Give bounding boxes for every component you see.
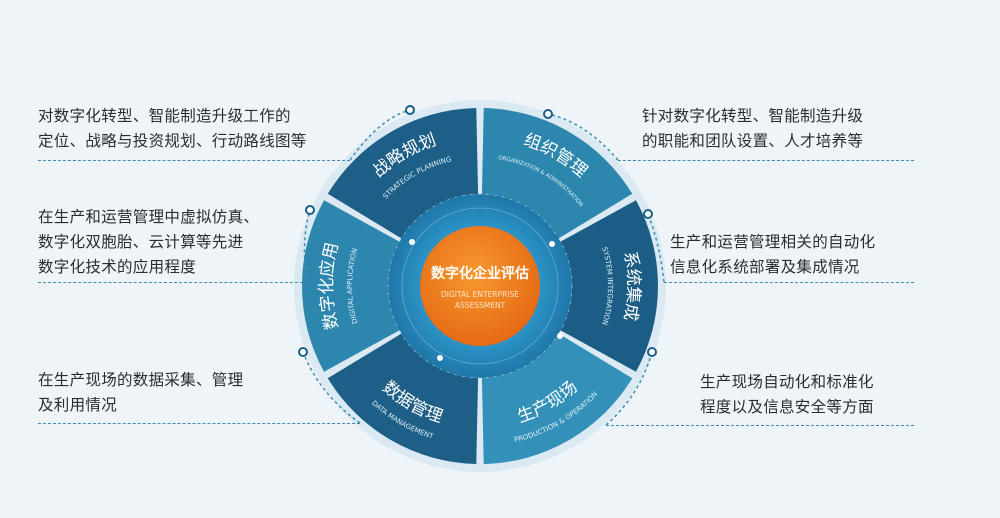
segment-data — [327, 333, 479, 464]
desc-line: 生产和运营管理相关的自动化 — [670, 233, 876, 251]
segment-organization — [481, 108, 633, 239]
dashed-rule — [38, 423, 360, 424]
inner-dot — [437, 355, 443, 361]
desc-line: 在生产现场的数据采集、管理 — [38, 371, 244, 389]
segment-production — [481, 333, 633, 464]
description-production: 生产现场自动化和标准化 程度以及信息安全等方面 — [700, 370, 874, 420]
connector-line — [647, 213, 665, 283]
desc-line: 的职能和团队设置、人才培养等 — [642, 132, 864, 150]
desc-line: 数字化双胞胎、云计算等先进 — [38, 233, 244, 251]
center-subtitle-1: DIGITAL ENTERPRISE — [441, 290, 519, 299]
connector-line — [605, 351, 653, 426]
center-title: 数字化企业评估 — [431, 265, 529, 282]
center-subtitle-2: ASSESSMENT — [455, 301, 506, 310]
inner-dot — [549, 241, 555, 247]
connector-dot — [543, 109, 553, 119]
dashed-rule — [38, 160, 350, 161]
connector-line — [349, 109, 411, 161]
description-strategic: 对数字化转型、智能制造升级工作的 定位、战略与投资规划、行动路线图等 — [38, 104, 307, 154]
description-organization: 针对数字化转型、智能制造升级 的职能和团队设置、人才培养等 — [642, 104, 863, 154]
description-application: 在生产和运营管理中虚拟仿真、 数字化双胞胎、云计算等先进 数字化技术的应用程度 — [38, 205, 259, 280]
segment-strategic — [327, 108, 479, 239]
dashed-rule — [606, 425, 914, 426]
description-data: 在生产现场的数据采集、管理 及利用情况 — [38, 368, 243, 418]
segment-application — [302, 200, 400, 372]
desc-line: 数字化技术的应用程度 — [38, 258, 197, 276]
connector-dot — [298, 347, 308, 357]
connector-dot — [405, 105, 415, 115]
dashed-rule — [618, 160, 914, 161]
desc-line: 针对数字化转型、智能制造升级 — [642, 107, 864, 125]
desc-line: 信息化系统部署及集成情况 — [670, 258, 860, 276]
dashed-rule — [664, 282, 914, 283]
desc-line: 定位、战略与投资规划、行动路线图等 — [38, 132, 307, 150]
inner-dot — [409, 239, 415, 245]
desc-line: 在生产和运营管理中虚拟仿真、 — [38, 208, 260, 226]
connector-dot — [647, 347, 657, 357]
connectors — [298, 105, 665, 426]
desc-line: 及利用情况 — [38, 396, 118, 414]
segment-system — [560, 200, 658, 372]
connector-dot — [305, 205, 315, 215]
connector-dot — [643, 209, 653, 219]
center-circle — [420, 226, 540, 346]
desc-line: 程度以及信息安全等方面 — [700, 398, 874, 416]
desc-line: 生产现场自动化和标准化 — [700, 373, 874, 391]
connector-line — [303, 209, 311, 283]
description-system: 生产和运营管理相关的自动化 信息化系统部署及集成情况 — [670, 230, 875, 280]
inner-dot — [557, 333, 563, 339]
desc-line: 对数字化转型、智能制造升级工作的 — [38, 107, 291, 125]
dashed-rule — [38, 282, 308, 283]
